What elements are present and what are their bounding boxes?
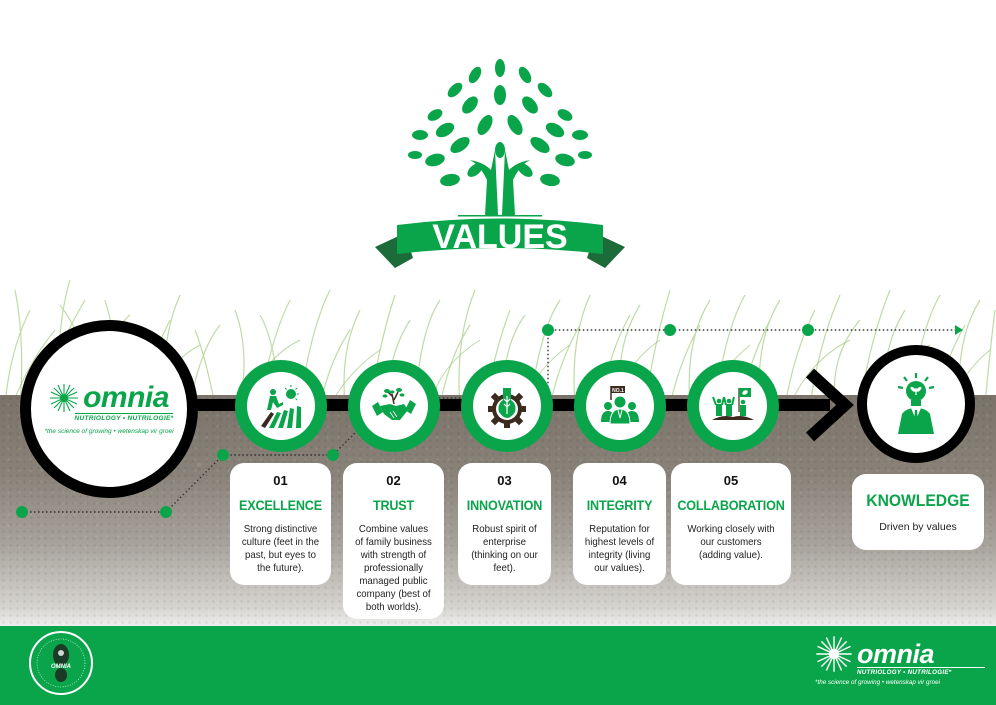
value-circle-trust xyxy=(348,360,440,452)
value-card-collaboration: 05 COLLABORATION Working closely with ou… xyxy=(671,463,791,585)
footer-brand-subtitle: NUTRIOLOGY • NUTRILOGIE* xyxy=(857,667,985,676)
team-number-one-icon: NO.1 xyxy=(601,386,639,425)
value-description: Strong distinctive culture (feet in the … xyxy=(241,523,320,574)
sunburst-logo-icon xyxy=(50,384,79,412)
value-description: Reputation for highest levels of integri… xyxy=(584,523,655,574)
value-description: Robust spirit of enterprise (thinking on… xyxy=(471,523,538,574)
value-number: 03 xyxy=(497,473,512,488)
climber-over-sun-icon xyxy=(261,385,301,428)
footer-brand-tagline: *the science of growing • wetenskap vir … xyxy=(815,679,941,686)
knowledge-circle xyxy=(857,345,975,463)
lightbulb-head-person-icon xyxy=(897,373,935,434)
value-card-integrity: 04 INTEGRITY Reputation for highest leve… xyxy=(573,463,666,585)
footer-bar xyxy=(0,626,996,705)
omnia-logo-circle: omnia NUTRIOLOGY • NUTRILOGIE* *the scie… xyxy=(20,320,198,498)
value-number: 05 xyxy=(723,473,739,488)
team-with-leaf-flag-icon xyxy=(712,388,754,420)
brand-tagline: *the science of growing • wetenskap vir … xyxy=(44,428,174,435)
svg-text:VALUES: VALUES xyxy=(432,218,567,256)
arrow-right-icon xyxy=(805,368,854,442)
value-description: Combine values of family business with s… xyxy=(355,523,432,613)
gear-with-flask-icon xyxy=(488,388,526,428)
value-number: 04 xyxy=(612,473,627,488)
value-circle-innovation xyxy=(461,360,553,452)
value-card-excellence: 01 EXCELLENCE Strong distinctive culture… xyxy=(230,463,331,585)
value-title: TRUST xyxy=(372,497,415,513)
value-number: 01 xyxy=(273,473,288,488)
handshake-with-plant-icon xyxy=(372,388,416,420)
brand-subtitle: NUTRIOLOGY • NUTRILOGIE* xyxy=(74,413,174,422)
sunburst-logo-icon xyxy=(816,636,852,672)
value-number: 02 xyxy=(386,473,401,488)
values-emblem: VALUES xyxy=(375,20,625,270)
value-description: Working closely with our customers (addi… xyxy=(687,523,775,561)
value-title: INNOVATION xyxy=(466,497,543,513)
value-card-innovation: 03 INNOVATION Robust spirit of enterpris… xyxy=(458,463,551,585)
knowledge-title: KNOWLEDGE xyxy=(866,491,970,510)
svg-text:NO.1: NO.1 xyxy=(612,388,624,394)
footer-omnia-logo: omnia NUTRIOLOGY • NUTRILOGIE* *the scie… xyxy=(815,635,985,695)
knowledge-card: KNOWLEDGE Driven by values xyxy=(852,474,984,550)
value-title: COLLABORATION xyxy=(677,497,785,513)
footer-brand-name: omnia xyxy=(857,639,935,669)
brand-name: omnia xyxy=(83,381,169,414)
value-circle-excellence xyxy=(235,360,327,452)
value-title: EXCELLENCE xyxy=(239,497,322,513)
footprint-seal-icon: OMNIA xyxy=(29,631,93,695)
knowledge-description: Driven by values xyxy=(879,521,957,533)
tree-with-hands-icon: VALUES xyxy=(375,59,625,268)
value-card-trust: 02 TRUST Combine values of family busine… xyxy=(343,463,444,619)
svg-text:OMNIA: OMNIA xyxy=(51,664,71,670)
value-circle-collaboration xyxy=(687,360,779,452)
value-title: INTEGRITY xyxy=(586,497,653,513)
value-circle-integrity: NO.1 xyxy=(574,360,666,452)
